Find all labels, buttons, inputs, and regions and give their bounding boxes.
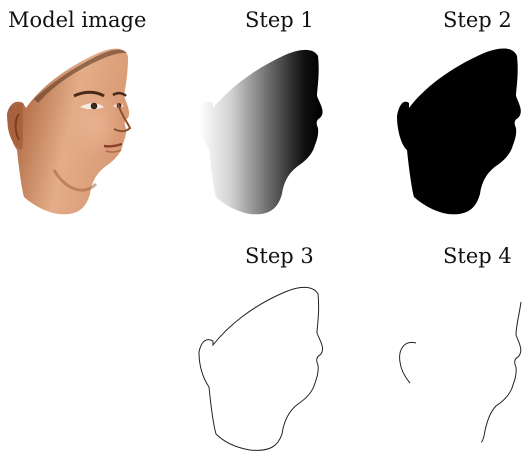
step-4-ear-curve xyxy=(400,342,416,383)
step-4-profile-curve xyxy=(481,302,521,442)
